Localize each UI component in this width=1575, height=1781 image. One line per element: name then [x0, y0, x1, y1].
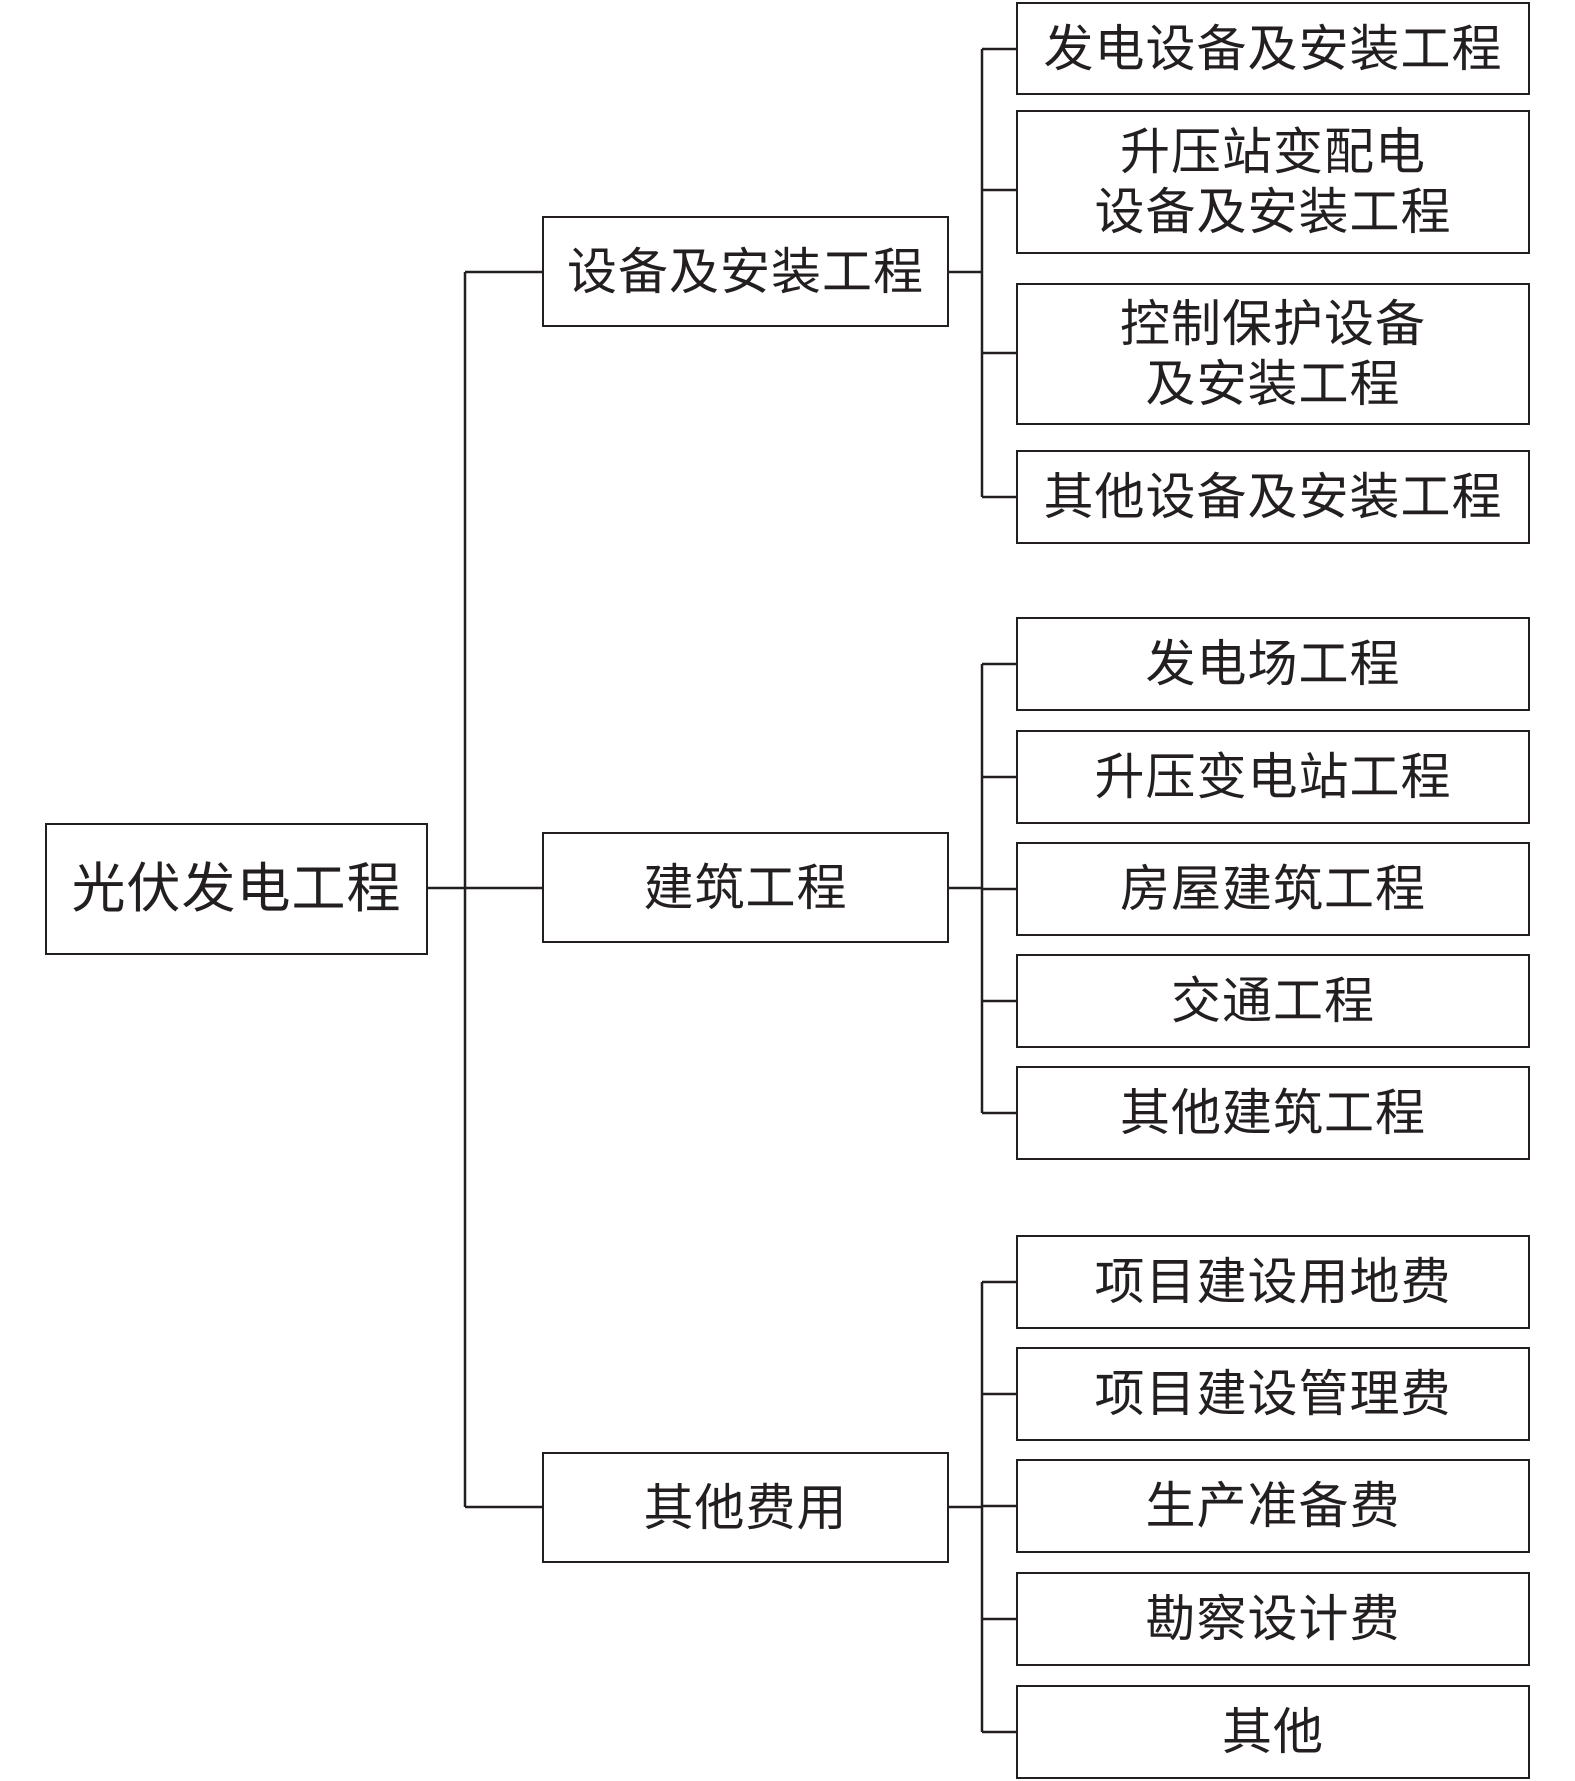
item-production-preparation-fee: 生产准备费 [1016, 1459, 1530, 1553]
item-label: 交通工程 [1171, 972, 1375, 1030]
item-management-fee: 项目建设管理费 [1016, 1347, 1530, 1441]
item-power-generation-equipment: 发电设备及安装工程 [1016, 2, 1530, 95]
item-other-construction: 其他建筑工程 [1016, 1066, 1530, 1160]
item-substation-works: 升压变电站工程 [1016, 730, 1530, 824]
item-label-line1: 升压站变配电 [1120, 123, 1426, 181]
item-label-line1: 控制保护设备 [1120, 295, 1426, 353]
item-traffic-works: 交通工程 [1016, 954, 1530, 1048]
item-substation-equipment: 升压站变配电 设备及安装工程 [1016, 110, 1530, 254]
item-label: 项目建设管理费 [1094, 1365, 1452, 1423]
root-label: 光伏发电工程 [71, 856, 402, 920]
item-label: 升压变电站工程 [1094, 748, 1452, 806]
category-label: 设备及安装工程 [567, 242, 924, 301]
item-label: 勘察设计费 [1145, 1590, 1401, 1648]
item-survey-design-fee: 勘察设计费 [1016, 1572, 1530, 1666]
item-control-protection-equipment: 控制保护设备 及安装工程 [1016, 283, 1530, 425]
category-label: 建筑工程 [643, 858, 848, 917]
item-label: 项目建设用地费 [1094, 1253, 1452, 1311]
category-other-expenses: 其他费用 [542, 1452, 949, 1563]
item-label: 其他 [1222, 1703, 1324, 1761]
item-power-plant-works: 发电场工程 [1016, 617, 1530, 711]
item-other-equipment: 其他设备及安装工程 [1016, 450, 1530, 544]
item-land-use-fee: 项目建设用地费 [1016, 1235, 1530, 1329]
item-label: 其他设备及安装工程 [1043, 468, 1503, 526]
category-label: 其他费用 [643, 1478, 848, 1537]
item-label-line2: 设备及安装工程 [1094, 183, 1452, 241]
item-label: 房屋建筑工程 [1120, 860, 1426, 918]
item-label: 发电场工程 [1145, 635, 1401, 693]
item-other: 其他 [1016, 1685, 1530, 1779]
item-label: 发电设备及安装工程 [1043, 19, 1503, 78]
category-equipment-installation: 设备及安装工程 [542, 216, 949, 327]
item-label-line2: 及安装工程 [1145, 355, 1401, 413]
item-label: 生产准备费 [1145, 1477, 1401, 1535]
item-label: 其他建筑工程 [1120, 1084, 1426, 1142]
root-node: 光伏发电工程 [45, 823, 428, 955]
item-building-works: 房屋建筑工程 [1016, 842, 1530, 936]
category-construction: 建筑工程 [542, 832, 949, 943]
